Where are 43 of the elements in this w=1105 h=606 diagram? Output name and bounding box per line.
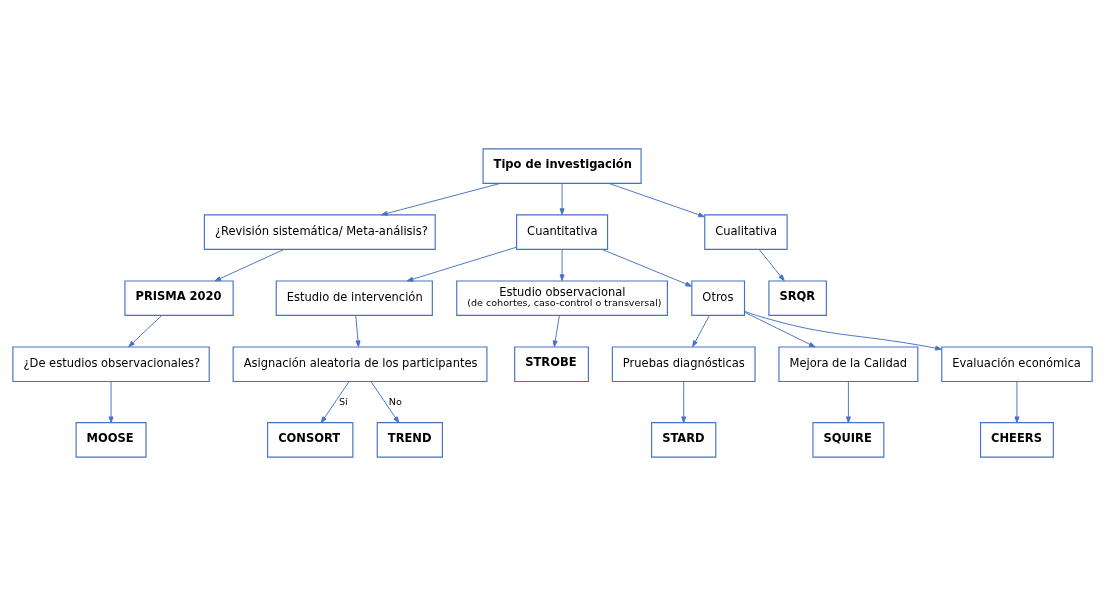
node-box: Cualitativa: [704, 214, 788, 250]
arrow: [108, 381, 114, 424]
arrow: [692, 315, 710, 348]
node-box: SQUIRE: [812, 422, 885, 458]
arrow: [1014, 381, 1020, 424]
arrow: [214, 248, 285, 282]
arrow: [758, 249, 785, 282]
arrow: [559, 249, 565, 282]
node-box: STROBE: [514, 346, 589, 383]
arrow: [681, 381, 687, 424]
arrow: [744, 311, 816, 348]
node-box: Asignación aleatoria de los participantes: [232, 346, 488, 383]
node-box: CHEERS: [979, 422, 1054, 458]
arrow: [845, 381, 851, 424]
arrow: [380, 182, 501, 216]
node-box: SRQR: [768, 280, 827, 317]
arrow: [559, 183, 565, 215]
arrow: [406, 246, 517, 282]
node-box: TREND: [376, 422, 443, 458]
arrow: [355, 315, 361, 348]
node-box: ¿De estudios observacionales?: [12, 346, 210, 383]
node-box: CONSORT: [267, 422, 354, 458]
node-box: ¿Revisión sistemática/ Meta-análisis?: [203, 214, 436, 250]
arrow: [608, 182, 705, 218]
node-box: Evaluación económica: [941, 346, 1093, 383]
node-box: Otros: [691, 280, 746, 317]
arrow: [601, 248, 693, 287]
edge-label: Sí: [338, 395, 348, 407]
node-box: Pruebas diagnósticas: [611, 346, 756, 383]
node-box: STARD: [651, 422, 717, 458]
arrow: [128, 315, 162, 348]
arrow: [320, 381, 350, 424]
arrow: [744, 310, 942, 351]
node-box: Tipo de investigación: [482, 148, 642, 184]
arrow: [552, 315, 560, 348]
node-box: PRISMA 2020: [124, 280, 234, 317]
node-box: MOOSE: [75, 422, 147, 458]
node-box: Mejora de la Calidad: [778, 346, 919, 383]
arrow: [370, 381, 400, 424]
node-box: Estudio observacional (de cohortes, caso-control o transversal): [456, 280, 668, 317]
node-box: Estudio de intervención: [275, 280, 433, 317]
edge-label: No: [388, 395, 402, 407]
node-box: Cuantitativa: [516, 214, 609, 250]
